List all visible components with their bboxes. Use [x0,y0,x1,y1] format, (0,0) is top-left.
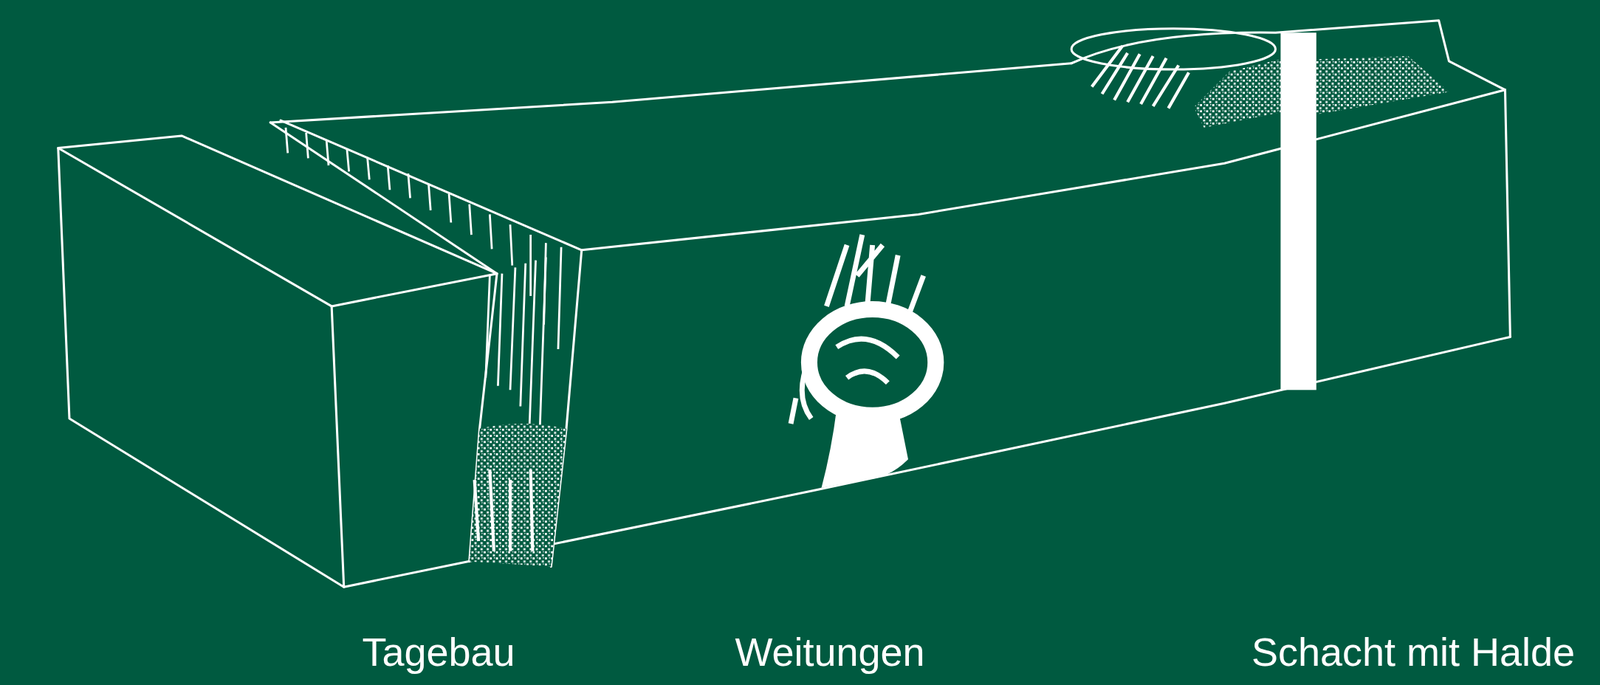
part-label: Schacht mit Halde [1251,629,1575,675]
part-label: Weitungen [734,629,925,675]
part-label: Tagebau [361,629,515,675]
